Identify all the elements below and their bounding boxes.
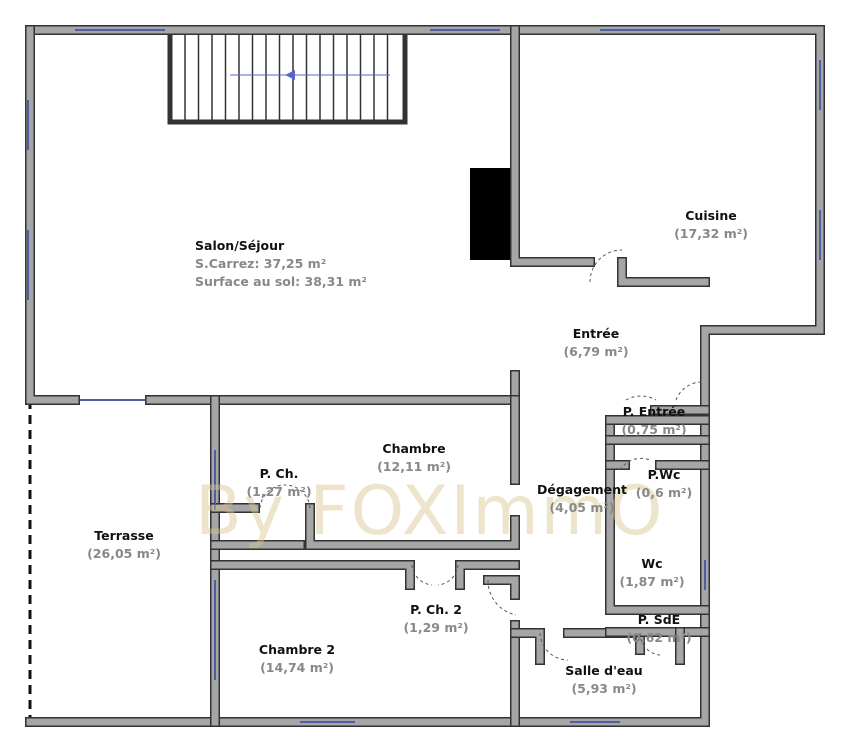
room-area: (0,6 m²) — [635, 485, 693, 500]
room-label: Terrasse (26,05 m²) — [87, 527, 161, 563]
wall — [145, 370, 520, 405]
door-swings — [259, 249, 705, 661]
room-name: Chambre 2 — [258, 642, 336, 657]
room-area: Surface au sol: 38,31 m² — [195, 274, 367, 289]
room-name: P. Entrée — [622, 404, 686, 419]
room-name: Terrasse — [94, 528, 154, 543]
watermark: By FOXImmO — [195, 472, 665, 551]
wall — [306, 504, 519, 549]
room-label: Salle d'eau (5,93 m²) — [565, 662, 642, 698]
room-label: P.Wc (0,6 m²) — [636, 466, 692, 502]
windows — [27, 29, 821, 723]
stair-arrow-icon — [285, 70, 295, 80]
room-label: P. Entrée (0,75 m²) — [621, 403, 686, 439]
room-label: Dégagement (4,05 m²) — [537, 481, 627, 517]
room-area: (5,93 m²) — [571, 681, 637, 696]
wall — [25, 25, 80, 405]
chimney — [470, 168, 513, 260]
room-name: Chambre — [382, 441, 446, 456]
room-area: (1,27 m²) — [246, 484, 312, 499]
room-area: S.Carrez: 37,25 m² — [195, 256, 327, 271]
wall — [618, 258, 709, 286]
room-name: P.Wc — [647, 467, 681, 482]
room-name: Cuisine — [685, 208, 737, 223]
room-area: (0,62 m²) — [626, 630, 692, 645]
room-label: Chambre (12,11 m²) — [377, 440, 451, 476]
room-name: Salon/Séjour — [195, 238, 285, 253]
room-area: (14,74 m²) — [260, 660, 334, 675]
room-area: (12,11 m²) — [377, 459, 451, 474]
room-area: (0,75 m²) — [621, 422, 687, 437]
room-label: P. Ch. (1,27 m²) — [246, 465, 311, 501]
room-name: P. Ch. 2 — [410, 602, 462, 617]
room-name: Dégagement — [536, 482, 628, 497]
room-name: Salle d'eau — [565, 663, 643, 678]
room-area: (17,32 m²) — [674, 226, 748, 241]
room-label: P. SdE (0,62 m²) — [626, 611, 691, 647]
room-name: Entrée — [572, 326, 620, 341]
room-area: (1,29 m²) — [403, 620, 469, 635]
room-label: Chambre 2 (14,74 m²) — [259, 641, 335, 677]
room-area: (1,87 m²) — [619, 574, 685, 589]
staircase — [167, 27, 408, 125]
room-area: (4,05 m²) — [549, 500, 615, 515]
room-area: (6,79 m²) — [563, 344, 629, 359]
room-name: Wc — [641, 556, 663, 571]
room-label: Cuisine (17,32 m²) — [674, 207, 748, 243]
wall — [211, 561, 414, 589]
wall — [606, 416, 709, 614]
wall — [511, 26, 594, 266]
room-label: Entrée (6,79 m²) — [563, 325, 628, 361]
walls — [25, 25, 825, 727]
room-label: Wc (1,87 m²) — [619, 555, 684, 591]
wall — [26, 26, 79, 404]
room-area: (26,05 m²) — [87, 546, 161, 561]
wall — [510, 25, 595, 267]
room-label: P. Ch. 2 (1,29 m²) — [403, 601, 468, 637]
room-name: P. SdE — [637, 612, 681, 627]
wall — [484, 576, 519, 599]
room-name: P. Ch. — [259, 466, 299, 481]
wall — [456, 561, 519, 589]
